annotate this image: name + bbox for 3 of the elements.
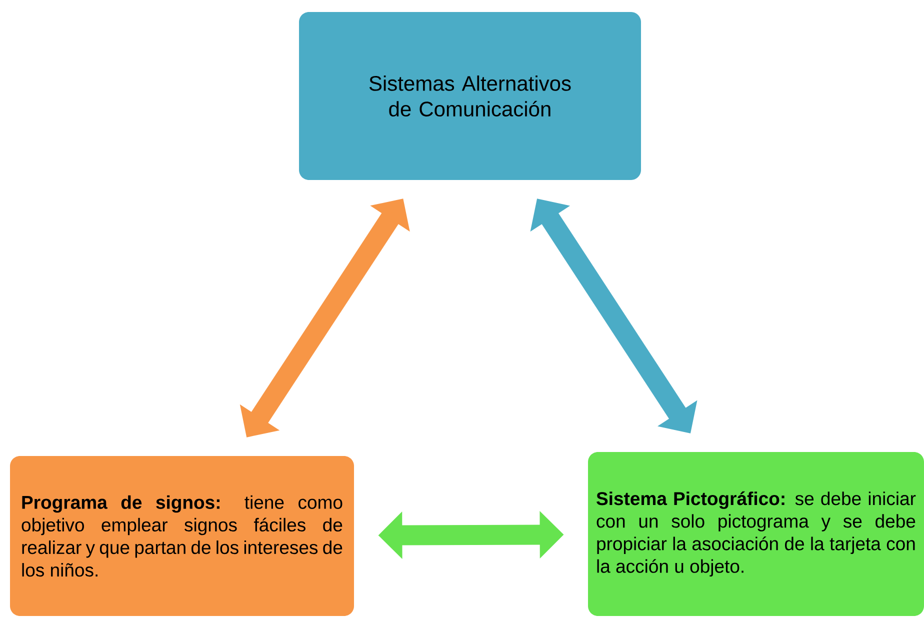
- text-box: Programa de signos: tiene como objetivo emplear signos fáciles de realizar y que partan de los intereses de los niños.: [10, 456, 354, 616]
- title-box: Sistemas Alternativos de Comunicación: [299, 12, 641, 180]
- text-box: Sistema Pictográfico: se debe iniciar con un solo pictograma y se debe propiciar la asociación de la tarjeta con la acción u objeto.: [588, 452, 924, 616]
